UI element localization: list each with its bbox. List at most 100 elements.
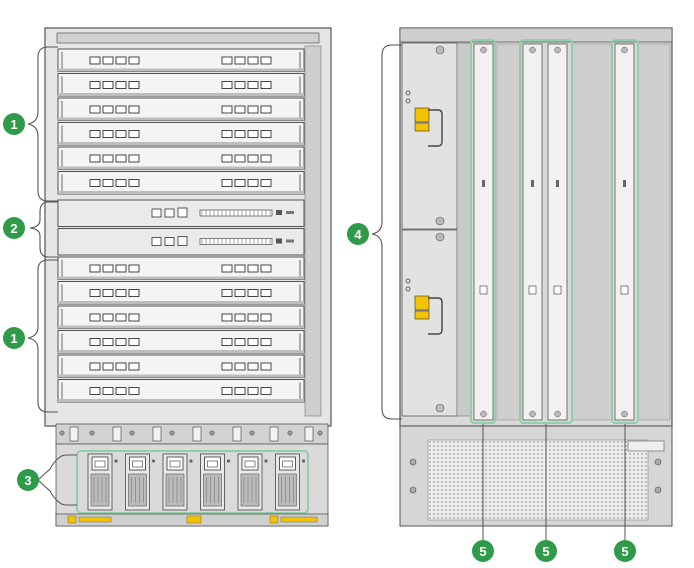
port-icon [89, 56, 101, 65]
power-supply-unit [87, 453, 118, 511]
port-icon [247, 289, 259, 297]
port-icon [89, 179, 101, 187]
key-icon [405, 98, 411, 104]
port-icon [221, 56, 233, 65]
handle-icon [192, 426, 202, 442]
port-icon [128, 154, 140, 163]
power-supply-unit [125, 453, 156, 511]
handle-icon [232, 426, 242, 442]
bracket-service-bottom [27, 259, 58, 413]
port-icon [260, 313, 272, 322]
port-icon [221, 130, 233, 138]
port-icon [260, 179, 272, 187]
callout-fabric: 2 [3, 217, 25, 239]
port-icon [234, 338, 246, 346]
service-module-slot [57, 48, 305, 72]
handle-icon [69, 426, 79, 442]
port-icon [89, 289, 101, 297]
port-icon [102, 105, 114, 114]
rear-blank-filler [496, 43, 522, 421]
port-icon [89, 362, 101, 371]
service-module-slot [57, 146, 305, 170]
port-icon [115, 179, 127, 187]
port-icon [128, 56, 140, 65]
warning-label-icon [78, 516, 112, 523]
port-icon [221, 105, 233, 114]
key-icon [405, 90, 411, 96]
warning-label-icon [414, 295, 430, 311]
rear-slot-highlight-right [611, 39, 639, 424]
handle-icon [269, 426, 279, 442]
service-module-slot [57, 281, 305, 305]
rear-module-slot [522, 43, 543, 421]
service-module-slot [57, 171, 305, 195]
port-icon [115, 81, 127, 89]
switching-fabric-slot [57, 228, 305, 256]
rear-vent-mesh [427, 439, 649, 521]
handle-icon [428, 109, 443, 147]
port-icon [260, 264, 272, 273]
rear-chassis [399, 27, 673, 527]
port-icon [115, 289, 127, 297]
port-icon [234, 264, 246, 273]
power-supply-unit [275, 453, 306, 511]
rear-module-slot [614, 43, 635, 421]
port-icon [128, 105, 140, 114]
port-icon [234, 362, 246, 371]
warning-label-icon [414, 310, 430, 320]
warning-label-icon [414, 107, 430, 123]
port-icon [128, 264, 140, 273]
port-icon [260, 387, 272, 395]
callout-rear-slot-1: 5 [472, 540, 494, 562]
port-icon [164, 208, 175, 218]
handle-icon [304, 426, 314, 442]
port-icon [115, 313, 127, 322]
callout-label: 3 [24, 473, 31, 488]
port-icon [89, 264, 101, 273]
rear-leader-lines [482, 424, 626, 540]
port-icon [89, 338, 101, 346]
port-icon [89, 313, 101, 322]
port-icon [260, 81, 272, 89]
callout-service-bottom: 1 [3, 327, 25, 349]
port-icon [553, 285, 562, 295]
port-icon [260, 338, 272, 346]
port-icon [128, 179, 140, 187]
bracket-fabric [29, 201, 58, 258]
front-top-vent [56, 32, 320, 44]
rear-blank-filler [637, 43, 671, 421]
callout-label: 1 [10, 117, 17, 132]
front-chassis [44, 27, 332, 427]
port-icon [221, 362, 233, 371]
port-icon [102, 179, 114, 187]
port-icon [102, 154, 114, 163]
callout-label: 5 [542, 544, 549, 559]
port-icon [260, 154, 272, 163]
port-icon [247, 264, 259, 273]
bracket-service-top [27, 46, 58, 202]
callout-service-top: 1 [3, 113, 25, 135]
callout-power: 3 [17, 469, 39, 491]
port-icon [247, 179, 259, 187]
port-icon [115, 362, 127, 371]
port-icon [234, 179, 246, 187]
port-icon [128, 130, 140, 138]
callout-label: 4 [354, 227, 362, 242]
port-icon [102, 313, 114, 322]
service-module-slot [57, 354, 305, 378]
port-icon [115, 154, 127, 163]
port-icon [234, 313, 246, 322]
power-supply-unit [200, 453, 231, 511]
port-icon [221, 289, 233, 297]
port-icon [479, 285, 488, 295]
service-module-slot [57, 379, 305, 403]
port-icon [221, 179, 233, 187]
port-icon [115, 387, 127, 395]
port-icon [247, 154, 259, 163]
port-icon [128, 362, 140, 371]
port-icon [260, 56, 272, 65]
port-icon [128, 313, 140, 322]
port-icon [102, 264, 114, 273]
port-icon [128, 387, 140, 395]
